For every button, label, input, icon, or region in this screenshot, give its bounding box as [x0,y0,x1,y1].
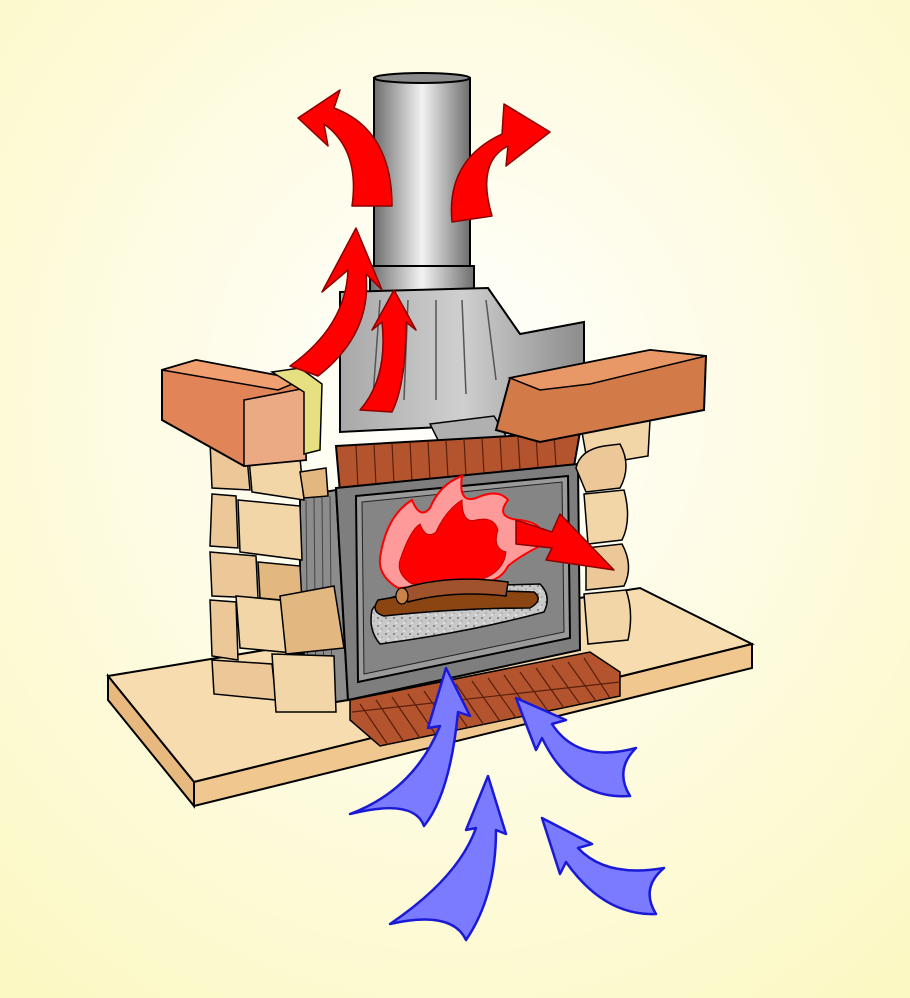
hearth-bricks [349,651,621,747]
hot-air-arrow-icon [450,103,551,223]
hot-air-arrow-icon [297,89,393,207]
log-icon [374,578,539,617]
cold-air-arrows [348,666,666,942]
cold-air-arrow-icon [540,816,666,916]
right-mantel [494,348,708,444]
left-stone-pillar [209,441,345,713]
flame-icon [378,474,544,590]
left-mantel [161,358,323,468]
cold-air-arrow-icon [514,696,638,798]
hot-air-arrow-icon [289,227,383,377]
hot-air-arrows [289,89,615,571]
cold-air-arrow-icon [388,774,508,942]
hot-air-arrow-icon [359,289,417,413]
brick-lintel [334,430,582,494]
cold-air-arrow-icon [348,666,472,828]
hot-air-arrow-icon [515,513,615,571]
